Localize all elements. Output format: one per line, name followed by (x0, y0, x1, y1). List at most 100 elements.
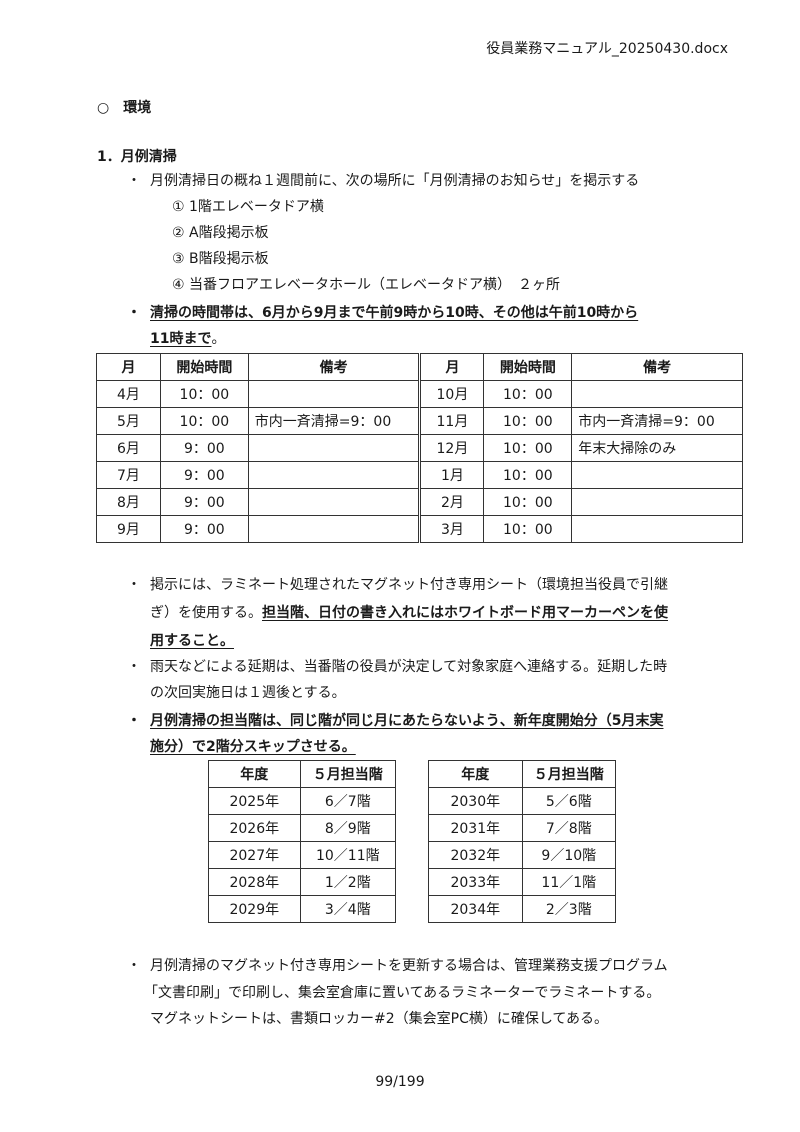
month-cell: 5月 (96, 407, 161, 435)
time-cell: 10：00 (159, 407, 249, 435)
floor-cell: 9／10階 (521, 841, 617, 869)
floor-cell: 11／1階 (521, 868, 617, 896)
table-header-row: 年度 ５月担当階 (208, 760, 397, 788)
year-cell: 2026年 (208, 814, 301, 842)
header-month: 月 (96, 353, 161, 381)
header-may-floor: ５月担当階 (299, 760, 397, 788)
month-cell: 4月 (96, 380, 161, 408)
month-cell: 3月 (418, 515, 485, 543)
time-cell: 10：00 (483, 407, 573, 435)
year-cell: 2025年 (208, 787, 301, 815)
table-header-row: 月 開始時間 備考 月 開始時間 備考 (96, 353, 743, 381)
note-cell (571, 461, 743, 489)
year-cell: 2031年 (428, 814, 523, 842)
postponement-text-2: の次回実施日は１週後とする。 (150, 685, 346, 701)
year-cell: 2029年 (208, 895, 301, 923)
floor-cell: 2／3階 (521, 895, 617, 923)
table-row: 5月 10：00 市内一斉清掃=9：00 11月 10：00 市内一斉清掃=9：… (96, 407, 743, 435)
floor-rotation-text: 月例清掃の担当階は、同じ階が同じ月にあたらないよう、新年度開始分（5月末実 (150, 713, 664, 729)
sheet-usage-text-2: ぎ）を使用する。担当階、日付の書き入れにはホワイトボード用マーカーペンを使 (150, 602, 668, 622)
bullet-marker: ・ (127, 659, 141, 675)
header-notes: 備考 (247, 353, 421, 381)
note-cell (571, 380, 743, 408)
marker-instruction: 担当階、日付の書き入れにはホワイトボード用マーカーペンを使 (262, 605, 668, 621)
table-row: 6月 9：00 12月 10：00 年末大掃除のみ (96, 434, 743, 462)
month-cell: 11月 (418, 407, 485, 435)
time-cell: 9：00 (159, 488, 249, 516)
cleaning-time-text: 清掃の時間帯は、6月から9月まで午前9時から10時、その他は午前10時から (150, 305, 639, 321)
place-item: ④ 当番フロアエレベータホール（エレベータドア横） ２ヶ所 (172, 277, 560, 293)
floor-cell: 1／2階 (299, 868, 397, 896)
month-cell: 7月 (96, 461, 161, 489)
place-item: ① 1階エレベータドア横 (172, 199, 324, 215)
note-cell: 市内一斉清掃=9：00 (247, 407, 421, 435)
sheet-update-text: 月例清掃のマグネット付き専用シートを更新する場合は、管理業務支援プログラム (150, 958, 668, 974)
table-header-row: 年度 ５月担当階 (428, 760, 617, 788)
time-cell: 9：00 (159, 461, 249, 489)
note-cell (247, 434, 421, 462)
header-start-time: 開始時間 (483, 353, 573, 381)
floor-cell: 5／6階 (521, 787, 617, 815)
schedule-table: 月 開始時間 備考 月 開始時間 備考 4月 10：00 10月 10：00 5… (96, 353, 743, 543)
table-row: 9月 9：00 3月 10：00 (96, 515, 743, 543)
place-item: ② A階段掲示板 (172, 225, 269, 241)
month-cell: 1月 (418, 461, 485, 489)
bullet-marker: ・ (127, 173, 141, 189)
section-title: ○ 環境 (97, 100, 152, 116)
floor-rotation-text-2: 施分）で2階分スキップさせる。 (150, 739, 356, 755)
floor-cell: 7／8階 (521, 814, 617, 842)
month-cell: 9月 (96, 515, 161, 543)
header-notes: 備考 (571, 353, 743, 381)
header-start-time: 開始時間 (159, 353, 249, 381)
punctuation: 。 (211, 331, 226, 347)
year-cell: 2034年 (428, 895, 523, 923)
cleaning-time-end: 11時まで (150, 331, 212, 347)
header-may-floor: ５月担当階 (521, 760, 617, 788)
note-cell (247, 461, 421, 489)
time-cell: 10：00 (483, 461, 573, 489)
month-cell: 8月 (96, 488, 161, 516)
table-row: 7月 9：00 1月 10：00 (96, 461, 743, 489)
bullet-marker: ・ (127, 958, 141, 974)
table-row: 8月 9：00 2月 10：00 (96, 488, 743, 516)
header-month: 月 (418, 353, 485, 381)
place-item: ③ B階段掲示板 (172, 251, 269, 267)
time-cell: 9：00 (159, 434, 249, 462)
table-row: 4月 10：00 10月 10：00 (96, 380, 743, 408)
time-cell: 10：00 (483, 488, 573, 516)
time-cell: 9：00 (159, 515, 249, 543)
month-cell: 12月 (418, 434, 485, 462)
cleaning-time-text-2: 11時まで。 (150, 328, 225, 348)
month-cell: 10月 (418, 380, 485, 408)
bullet-marker: ・ (127, 305, 141, 321)
floor-cell: 3／4階 (299, 895, 397, 923)
time-cell: 10：00 (483, 434, 573, 462)
header-year: 年度 (208, 760, 301, 788)
year-cell: 2030年 (428, 787, 523, 815)
note-cell (247, 515, 421, 543)
year-cell: 2027年 (208, 841, 301, 869)
note-cell (571, 488, 743, 516)
year-cell: 2033年 (428, 868, 523, 896)
year-cell: 2032年 (428, 841, 523, 869)
bullet-marker: ・ (127, 577, 141, 593)
page-number: 99/199 (375, 1074, 425, 1090)
note-cell (247, 380, 421, 408)
bullet-marker: ・ (127, 713, 141, 729)
header-year: 年度 (428, 760, 523, 788)
sheet-update-text-3: マグネットシートは、書類ロッカー#2（集会室PC横）に確保してある。 (150, 1011, 609, 1027)
time-cell: 10：00 (159, 380, 249, 408)
postponement-text: 雨天などによる延期は、当番階の役員が決定して対象家庭へ連絡する。延期した時 (150, 659, 668, 675)
floor-cell: 10／11階 (299, 841, 397, 869)
marker-instruction-2: 用すること。 (150, 633, 234, 649)
sheet-update-text-2: 「文書印刷」で印刷し、集会室倉庫に置いてあるラミネーターでラミネートする。 (144, 985, 661, 1001)
floor-cell: 8／9階 (299, 814, 397, 842)
sheet-usage-plain: ぎ）を使用する。 (150, 605, 262, 621)
